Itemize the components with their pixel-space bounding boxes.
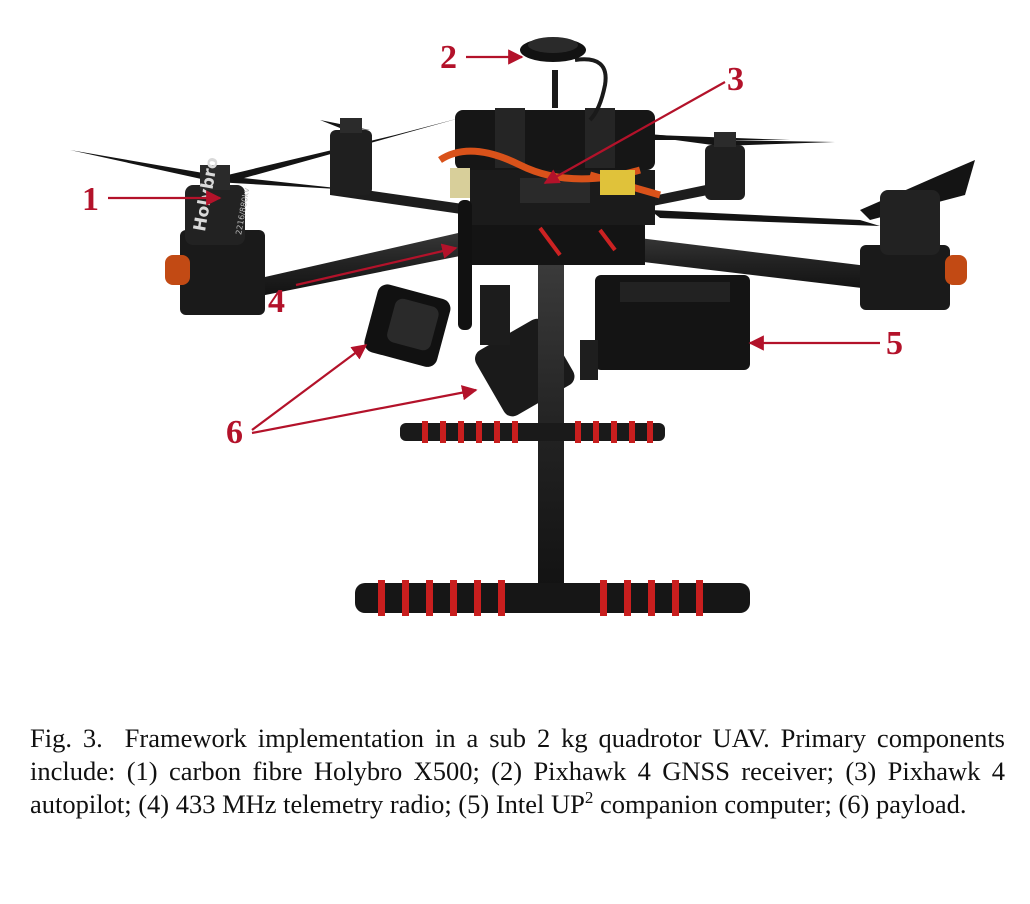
callout-label-6: 6 <box>226 414 243 451</box>
callout-label-2: 2 <box>440 39 457 76</box>
motor-front-left: Holybro 2216/880kv <box>165 156 265 315</box>
callout-arrows <box>108 49 880 435</box>
callout-label-1: 1 <box>82 181 99 218</box>
caption-superscript: 2 <box>584 788 594 808</box>
callout-label-3: 3 <box>727 61 744 98</box>
caption-text-end: companion computer; (6) payload. <box>593 789 967 819</box>
motor-rear-right <box>705 132 745 200</box>
companion-computer <box>580 275 750 380</box>
telemetry-antenna <box>458 200 472 330</box>
callout-label-4: 4 <box>268 283 285 320</box>
central-body <box>438 108 661 265</box>
caption-text: Framework implementation in a sub 2 kg q… <box>30 723 1005 819</box>
figure-caption: Fig. 3. Framework implementation in a su… <box>30 722 1005 821</box>
motor-front-right <box>860 190 967 310</box>
caption-label: Fig. 3. <box>30 723 103 753</box>
gnss-receiver <box>520 37 608 122</box>
motor-rear-left <box>330 118 372 195</box>
landing-gear-upper <box>400 421 665 443</box>
uav-photo: Holybro 2216/880kv <box>70 37 975 616</box>
arrow-3 <box>543 81 726 184</box>
arrow-4 <box>295 243 458 287</box>
arrow-6a <box>251 344 368 431</box>
callout-label-5: 5 <box>886 325 903 362</box>
landing-gear-lower <box>355 580 750 616</box>
arrow-6b <box>251 385 478 435</box>
